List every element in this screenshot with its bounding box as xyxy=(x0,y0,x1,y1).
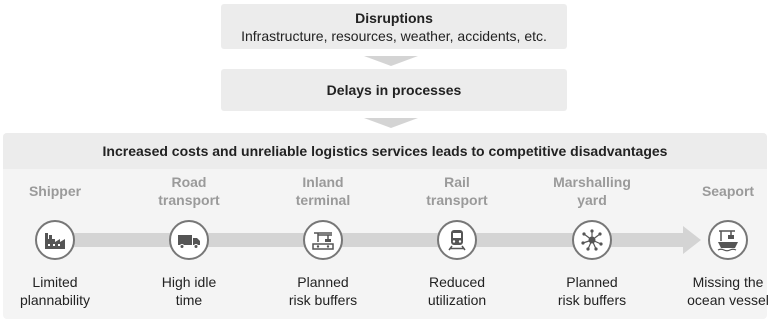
stage-road-transport: Road transport xyxy=(129,172,249,210)
crane-icon xyxy=(303,220,343,260)
disruptions-title: Disruptions xyxy=(355,10,433,26)
flow-arrow-head-icon xyxy=(683,226,701,254)
factory-icon xyxy=(35,220,75,260)
stage-effect: High idle time xyxy=(161,274,217,308)
stage-name: Inland terminal xyxy=(295,174,351,208)
down-arrow-icon xyxy=(364,56,418,66)
stage-effect: Planned risk buffers xyxy=(557,274,627,308)
disruptions-box: Disruptions Infrastructure, resources, w… xyxy=(221,4,567,49)
stage-seaport: Seaport xyxy=(668,172,770,210)
truck-icon xyxy=(169,220,209,260)
stage-name: Road transport xyxy=(158,174,220,208)
stage-effect: Reduced utilization xyxy=(427,274,487,308)
stage-effect: Missing the ocean vessel xyxy=(687,274,769,308)
stage-effect: Planned risk buffers xyxy=(288,274,358,308)
network-icon xyxy=(572,220,612,260)
stage-name: Marshalling yard xyxy=(553,174,631,208)
ship-crane-icon xyxy=(708,220,748,260)
stage-marshalling-yard: Marshalling yard xyxy=(532,172,652,210)
stage-rail-transport: Rail transport xyxy=(397,172,517,210)
stage-effect: Limited plannability xyxy=(19,274,91,308)
consequences-headline: Increased costs and unreliable logistics… xyxy=(3,133,767,169)
stage-shipper: Shipper xyxy=(0,172,115,210)
disruptions-subtitle: Infrastructure, resources, weather, acci… xyxy=(241,28,547,44)
train-icon xyxy=(437,220,477,260)
stage-inland-terminal: Inland terminal xyxy=(263,172,383,210)
stage-name: Seaport xyxy=(701,183,755,199)
stage-name: Shipper xyxy=(28,183,82,199)
down-arrow-icon xyxy=(364,118,418,128)
stage-name: Rail transport xyxy=(426,174,488,208)
delays-box: Delays in processes xyxy=(221,69,567,111)
